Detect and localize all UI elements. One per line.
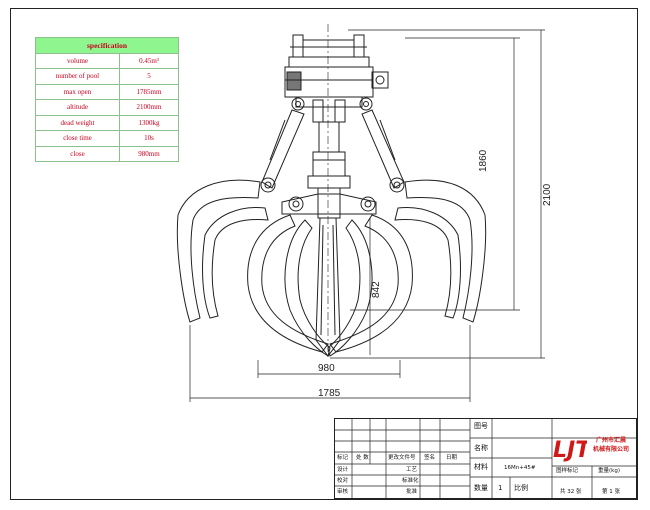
- company-name-line2: 机械有限公司: [592, 446, 629, 453]
- dim-open-width: 1785: [318, 388, 341, 399]
- title-block: 图号 名称 材料 16Mn+45# 数量 1 比例 标记 设计 校对 审核 处 …: [334, 418, 637, 499]
- dimension-lines: [189, 29, 545, 402]
- spec-label: close time: [35, 130, 120, 147]
- inner-tines: [247, 214, 413, 357]
- company-name-line1: 广州市汇晨: [595, 437, 626, 444]
- spec-row: number of pool 5: [35, 68, 179, 85]
- spec-value: 1785mm: [119, 83, 179, 100]
- drawing-frame: [10, 8, 638, 500]
- label-name: 名称: [474, 444, 488, 452]
- label-stage-mark: 图样标记: [556, 468, 579, 474]
- label-drawing-no: 图号: [474, 422, 488, 430]
- central-body: [281, 121, 377, 219]
- spec-label: number of pool: [35, 68, 120, 85]
- row-label-mark: 标记: [337, 455, 349, 461]
- value-quantity: 1: [498, 484, 503, 492]
- spec-label: dead weight: [35, 114, 120, 131]
- dim-tine-length: 842: [371, 281, 382, 298]
- spec-header: specification: [35, 37, 179, 54]
- spec-row: close time 10s: [35, 130, 179, 147]
- specification-table: specification volume 0.45m³ number of po…: [35, 37, 179, 162]
- col-label-count: 处 数: [356, 455, 369, 461]
- label-weight: 重量(kg): [598, 468, 620, 474]
- title-block-grid: [334, 418, 637, 499]
- label-standard: 标准化: [402, 478, 419, 484]
- label-date: 日期: [446, 455, 458, 461]
- label-total-sheets: 共 32 张: [560, 489, 582, 495]
- label-sheet-number: 第 1 张: [602, 489, 620, 495]
- company-name: 广州市汇晨 机械有限公司: [585, 436, 637, 454]
- spec-row: dead weight 1300kg: [35, 114, 179, 131]
- dim-height-inner: 1860: [478, 149, 489, 172]
- company-logo-icon: LJT: [553, 438, 587, 463]
- label-signature: 签名: [424, 455, 436, 461]
- hydraulic-arms: [260, 109, 405, 193]
- label-approve: 批准: [406, 489, 418, 495]
- row-label-design: 设计: [337, 467, 349, 473]
- dim-height-total: 2100: [542, 183, 553, 206]
- spec-value: 5: [119, 68, 179, 85]
- spec-value: 980mm: [119, 145, 179, 162]
- outer-tines: [176, 179, 487, 323]
- spec-label: volume: [35, 52, 120, 69]
- row-label-review: 审核: [337, 489, 349, 495]
- logo-letters: LJT: [553, 438, 587, 463]
- row-label-check: 校对: [337, 478, 349, 484]
- upper-hinge-pins: [291, 97, 373, 123]
- dim-closed-width: 980: [318, 363, 335, 374]
- label-process: 工艺: [406, 467, 418, 473]
- value-material: 16Mn+45#: [504, 465, 536, 471]
- spec-label: close: [35, 145, 120, 162]
- col-label-change-doc: 更改文件号: [388, 455, 416, 461]
- motor-housing: [284, 56, 389, 108]
- label-quantity: 数量: [474, 484, 488, 492]
- spec-row: close 980mm: [35, 145, 179, 162]
- spec-value: 2100mm: [119, 99, 179, 116]
- label-scale: 比例: [514, 484, 528, 492]
- label-material: 材料: [474, 463, 488, 471]
